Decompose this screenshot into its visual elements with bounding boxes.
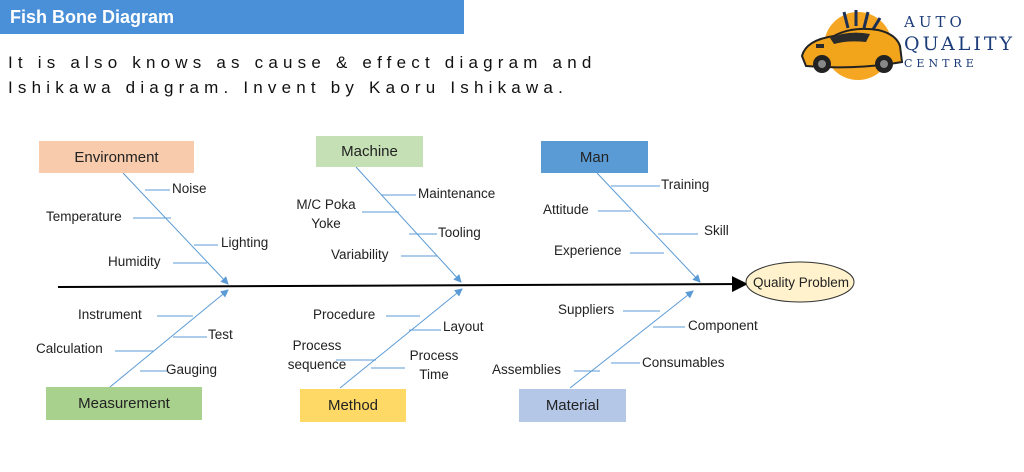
cause-consumables: Consumables <box>642 355 725 370</box>
page-title: Fish Bone Diagram <box>0 0 464 34</box>
spine-line <box>57 276 748 293</box>
auto-quality-centre-logo <box>800 10 904 80</box>
bone-man <box>596 172 701 283</box>
bone-material <box>569 290 694 389</box>
cause-lighting: Lighting <box>221 235 269 250</box>
bone-machine <box>355 166 462 283</box>
cause-suppliers: Suppliers <box>558 302 615 317</box>
cause-humidity: Humidity <box>108 254 161 269</box>
bone-measurement <box>109 289 229 388</box>
cause-process-sequence: Process sequence <box>287 338 347 372</box>
category-method: Method <box>300 389 406 422</box>
cause-assemblies: Assemblies <box>492 362 562 377</box>
cause-calculation: Calculation <box>36 341 103 356</box>
intro-line-1: It is also knows as cause & effect diagr… <box>8 53 597 72</box>
cause-variability: Variability <box>331 247 389 262</box>
cause-noise: Noise <box>172 181 207 196</box>
logo-text-auto: AUTO <box>904 13 966 31</box>
cause-temperature: Temperature <box>46 209 122 224</box>
category-measurement: Measurement <box>46 387 202 420</box>
cause-training: Training <box>661 177 710 192</box>
effect-ellipse <box>745 261 855 303</box>
effect-quality-problem: Quality Problem <box>752 274 850 290</box>
cause-test: Test <box>208 327 233 342</box>
cause-maintenance: Maintenance <box>418 186 496 201</box>
cause-process-time: Process Time <box>409 348 459 382</box>
intro-line-2: Ishikawa diagram. Invent by Kaoru Ishika… <box>8 78 568 97</box>
cause-experience: Experience <box>554 243 622 258</box>
cause-mc-poka-yoke: M/C Poka Yoke <box>296 197 356 231</box>
bone-environment <box>122 172 229 285</box>
category-machine: Machine <box>316 136 423 167</box>
category-man: Man <box>541 141 648 173</box>
cause-procedure: Procedure <box>313 307 376 322</box>
cause-gauging: Gauging <box>166 362 218 377</box>
cause-instrument: Instrument <box>78 307 142 322</box>
category-material: Material <box>519 389 626 422</box>
cause-skill: Skill <box>704 223 729 238</box>
cause-component: Component <box>688 318 758 333</box>
intro-text: It is also knows as cause & effect diagr… <box>8 50 708 100</box>
cause-layout: Layout <box>443 319 484 334</box>
cause-tooling: Tooling <box>438 225 481 240</box>
logo-text-quality: QUALITY <box>904 33 1016 55</box>
bone-method <box>339 288 463 389</box>
category-environment: Environment <box>39 141 194 173</box>
cause-attitude: Attitude <box>543 202 589 217</box>
logo-text-centre: CENTRE <box>904 57 978 70</box>
